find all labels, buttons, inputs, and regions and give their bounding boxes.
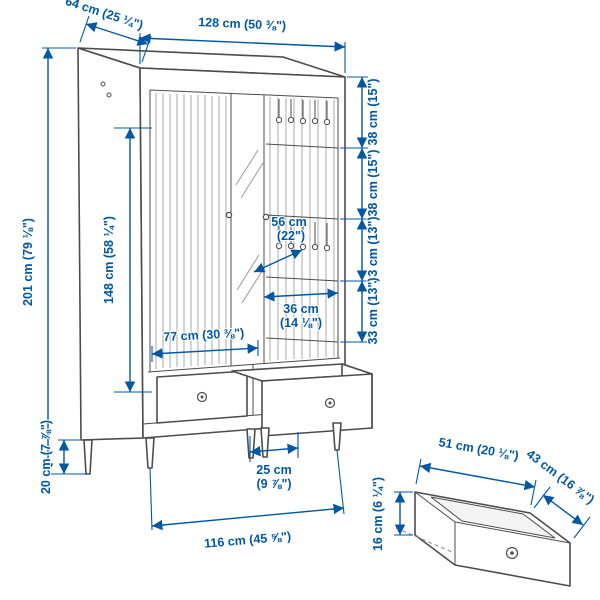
dim-interior-width-small: 36 cm (14 ⅛") <box>263 288 339 331</box>
dim-label-total-height: 201 cm (79 ⅛") <box>21 218 35 306</box>
hook-icon <box>299 117 307 125</box>
dim-right-side-stack: 38 cm (15") 38 cm (15") 33 cm (13") 33 c… <box>340 76 381 346</box>
hook-stems <box>278 99 328 119</box>
cam-lock-hole-icon <box>106 92 112 98</box>
dim-label-section-3: 33 cm (13") <box>366 216 380 283</box>
dim-base-width: 116 cm (45 ⅝") <box>149 449 345 552</box>
left-door-slats <box>155 93 227 369</box>
drawer-knob-dot <box>328 401 332 405</box>
extension-line <box>415 458 422 485</box>
dim-label-width-large: 77 cm (30 ⅜") <box>163 326 245 344</box>
hook-icon <box>299 243 307 251</box>
dim-interior-depth: 56 cm (22") <box>253 214 308 273</box>
dimension-line <box>253 249 303 273</box>
left-drawer <box>156 370 248 424</box>
dimension-line <box>85 22 149 46</box>
dim-label-leg-height: 20 cm (7 ⅞") <box>39 420 53 494</box>
dimension-line <box>151 503 345 531</box>
extension-line <box>336 449 345 515</box>
wardrobe-drawing <box>77 47 373 475</box>
dim-label-drawer-depth: 43 cm (16 ⅞") <box>524 447 597 507</box>
dim-top-width: 128 cm (50 ⅜") <box>139 14 346 73</box>
door-knob-icon <box>262 213 270 221</box>
hook-icon <box>323 118 331 126</box>
dim-label-interior-height: 148 cm (58 ¼") <box>102 216 116 304</box>
drawer-edges <box>414 491 571 565</box>
hook-icon <box>287 242 295 250</box>
dim-label-top-width: 128 cm (50 ⅜") <box>198 15 286 33</box>
dim-total-height: 201 cm (79 ⅛") <box>20 47 88 475</box>
dim-label-drawer-ext-cm: 25 cm <box>256 463 291 477</box>
dimension-line <box>151 343 259 359</box>
extension-line <box>79 15 90 43</box>
dim-label-drawer-height: 16 cm (6 ¼") <box>371 477 385 551</box>
dim-label-top-depth: 64 cm (25 ¼") <box>64 0 145 32</box>
hook-icon <box>275 116 283 124</box>
drawer-box-silhouette <box>414 491 571 587</box>
dim-label-width-small-in: (14 ⅛") <box>280 316 322 330</box>
dim-label-interior-depth-cm: 56 cm <box>271 215 306 229</box>
hook-icon <box>311 243 319 251</box>
mirror-glass-marks <box>235 149 265 304</box>
cam-lock-hole-icon <box>100 81 106 87</box>
pulled-drawer-front <box>261 373 373 437</box>
dim-drawer-extension: 25 cm (9 ⅞") <box>249 432 299 492</box>
dimension-line <box>139 33 346 52</box>
drawer-knob-dot <box>510 551 514 555</box>
dim-leg-height: 20 cm (7 ⅞") <box>38 419 90 495</box>
dimension-line <box>249 443 299 457</box>
drawer-inner-rim <box>430 496 556 539</box>
dim-interior-width-large: 77 cm (30 ⅜") <box>151 325 259 362</box>
extension-line <box>530 479 537 506</box>
hook-icon <box>275 242 283 250</box>
dim-label-drawer-ext-in: (9 ⅞") <box>256 477 291 491</box>
dim-label-section-1: 38 cm (15") <box>366 78 380 145</box>
hidden-edge-dashed <box>395 527 453 553</box>
extension-line <box>141 35 152 63</box>
dim-drawer-width: 51 cm (20 ⅛") <box>415 434 537 506</box>
dim-label-drawer-width: 51 cm (20 ⅛") <box>438 435 520 463</box>
dimension-line <box>419 462 536 491</box>
drawer-detail-drawing: 51 cm (20 ⅛") 43 cm (16 ⅞") 16 cm (6 ¼") <box>370 434 598 587</box>
door-knob-icon <box>225 211 233 219</box>
hook-stems <box>278 221 328 245</box>
dim-label-width-small-cm: 36 cm <box>283 302 318 316</box>
dim-label-section-4: 33 cm (13") <box>366 277 380 344</box>
dimension-line <box>542 494 584 526</box>
drawer-knob-dot <box>200 395 204 399</box>
dim-label-section-2: 38 cm (15") <box>366 149 380 216</box>
hook-icon <box>311 117 319 125</box>
right-drawer-pulled-out <box>231 363 373 437</box>
extension-line <box>533 486 551 509</box>
dim-label-interior-depth-in: (22") <box>277 229 305 243</box>
interior-hooks-mid-row <box>275 221 331 252</box>
hook-icon <box>323 244 331 252</box>
dim-interior-height: 148 cm (58 ¼") <box>101 127 152 393</box>
dim-drawer-height: 16 cm (6 ¼") <box>370 476 413 552</box>
dimension-line <box>263 288 339 302</box>
hook-icon <box>287 116 295 124</box>
dim-label-base-width: 116 cm (45 ⅝") <box>204 529 292 551</box>
interior-shelf-lines <box>265 143 339 343</box>
interior-hooks-top-row <box>275 99 331 126</box>
extension-line <box>149 467 153 531</box>
right-section-slats <box>269 97 335 361</box>
extension-line <box>573 516 591 539</box>
